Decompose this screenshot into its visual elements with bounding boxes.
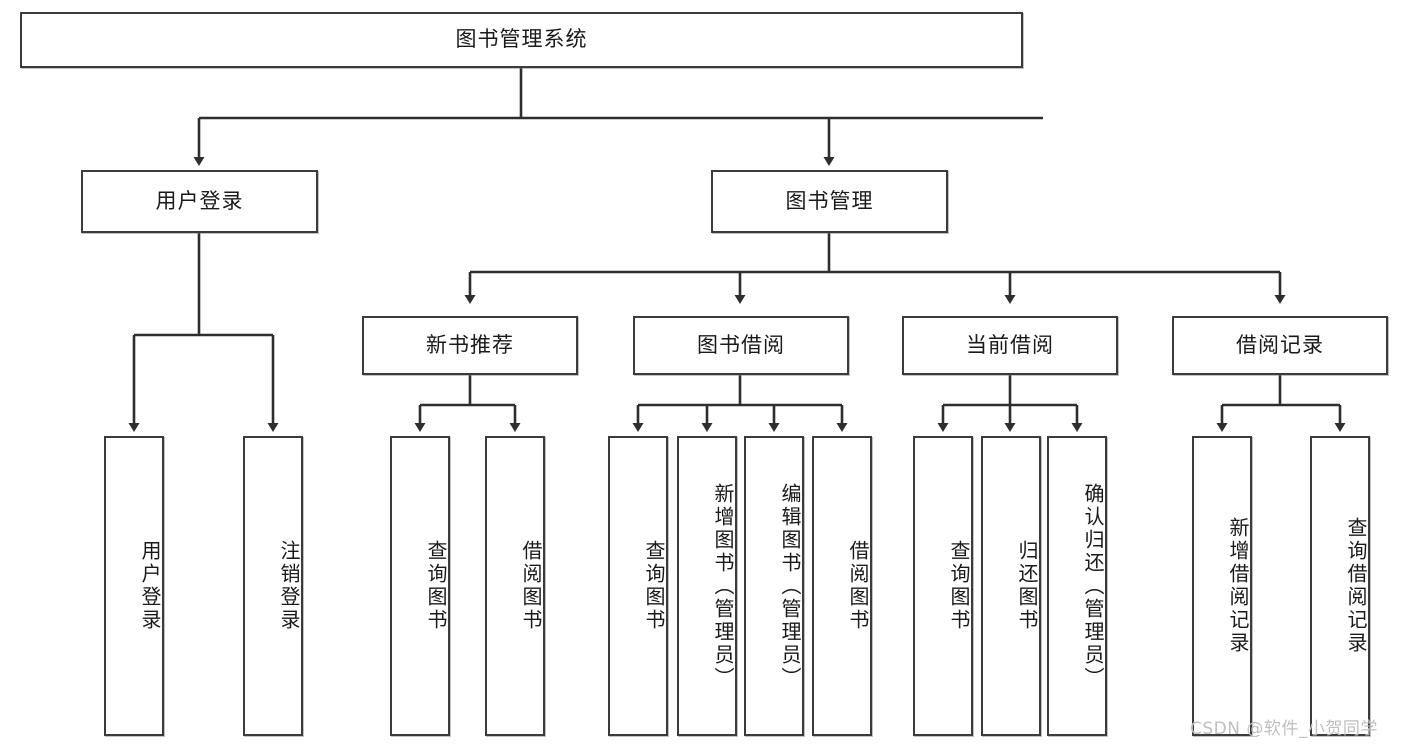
- node-label: 用户登录: [138, 540, 162, 632]
- node-leaf-borrow-book-1[interactable]: 借阅图书: [485, 436, 545, 736]
- node-leaf-query-record[interactable]: 查询借阅记录: [1310, 436, 1370, 736]
- node-leaf-query-book-2[interactable]: 查询图书: [608, 436, 668, 736]
- node-leaf-add-book[interactable]: 新增图书（管理员）: [677, 436, 737, 736]
- node-leaf-add-record[interactable]: 新增借阅记录: [1192, 436, 1252, 736]
- node-leaf-edit-book[interactable]: 编辑图书（管理员）: [744, 436, 804, 736]
- node-label: 查询借阅记录: [1344, 517, 1368, 655]
- node-label: 编辑图书（管理员）: [778, 482, 802, 690]
- node-label: 用户登录: [155, 188, 244, 213]
- node-label: 借阅图书: [519, 540, 543, 632]
- node-label: 注销登录: [277, 540, 301, 632]
- node-label: 借阅图书: [846, 540, 870, 632]
- node-label: 图书借阅: [697, 332, 785, 357]
- node-leaf-confirm-return[interactable]: 确认归还（管理员）: [1047, 436, 1107, 736]
- node-current-borrow[interactable]: 当前借阅: [902, 316, 1118, 375]
- node-label: 新增图书（管理员）: [711, 482, 735, 690]
- node-book-management-system[interactable]: 图书管理系统: [20, 12, 1023, 68]
- node-label: 归还图书: [1015, 540, 1039, 632]
- node-label: 查询图书: [947, 540, 971, 632]
- node-label: 确认归还（管理员）: [1081, 482, 1105, 690]
- node-label: 新书推荐: [426, 332, 514, 357]
- node-label: 新增借阅记录: [1226, 517, 1250, 655]
- node-label: 图书管理系统: [455, 27, 588, 52]
- watermark: CSDN @软件_小贺同学: [1190, 719, 1378, 739]
- node-label: 查询图书: [642, 540, 666, 632]
- node-user-login[interactable]: 用户登录: [81, 170, 318, 233]
- node-leaf-query-book-1[interactable]: 查询图书: [390, 436, 450, 736]
- node-label: 借阅记录: [1236, 332, 1324, 357]
- node-leaf-borrow-book-2[interactable]: 借阅图书: [812, 436, 872, 736]
- node-label: 图书管理: [785, 188, 874, 213]
- node-book-borrow[interactable]: 图书借阅: [633, 316, 849, 375]
- node-leaf-user-login[interactable]: 用户登录: [104, 436, 164, 736]
- node-label: 查询图书: [424, 540, 448, 632]
- node-book-management[interactable]: 图书管理: [711, 170, 948, 233]
- node-label: 当前借阅: [966, 332, 1054, 357]
- node-new-book-recommend[interactable]: 新书推荐: [362, 316, 578, 375]
- node-leaf-return-book[interactable]: 归还图书: [981, 436, 1041, 736]
- node-borrow-record[interactable]: 借阅记录: [1172, 316, 1388, 375]
- node-leaf-logout-login[interactable]: 注销登录: [243, 436, 303, 736]
- node-leaf-query-book-3[interactable]: 查询图书: [913, 436, 973, 736]
